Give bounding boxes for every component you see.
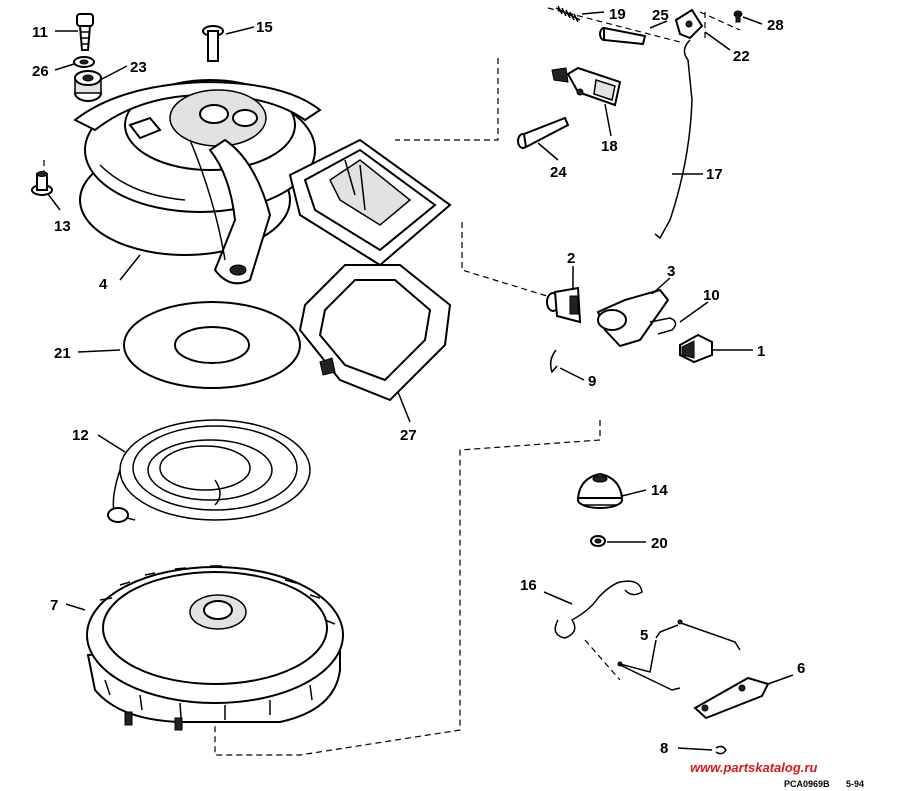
callout-8: 8 — [660, 740, 668, 757]
callout-2: 2 — [567, 250, 575, 267]
callout-7: 7 — [50, 597, 58, 614]
callout-16: 16 — [520, 577, 537, 594]
pin-15 — [202, 25, 224, 62]
bracket-22 — [674, 8, 704, 40]
callout-21: 21 — [54, 345, 71, 362]
callout-labels: 11 26 23 15 13 4 21 12 7 27 19 25 22 28 … — [32, 6, 805, 757]
spring-19 — [555, 5, 581, 23]
grommet-23 — [74, 70, 102, 102]
interlock-lever-18 — [551, 66, 622, 107]
callout-23: 23 — [130, 59, 147, 76]
callout-3: 3 — [667, 263, 675, 280]
callout-15: 15 — [256, 19, 273, 36]
clip-8 — [715, 745, 727, 755]
callout-28: 28 — [767, 17, 784, 34]
callout-10: 10 — [703, 287, 720, 304]
callout-22: 22 — [733, 48, 750, 65]
link-5 — [617, 619, 741, 691]
leader-lines — [47, 11, 794, 751]
callout-12: 12 — [72, 427, 89, 444]
rivet-13 — [31, 171, 53, 196]
rewind-spring — [107, 419, 311, 523]
pawl-6 — [693, 676, 770, 720]
rope-pulley — [86, 565, 344, 731]
callout-5: 5 — [640, 627, 648, 644]
figure-code: PCA0969B — [784, 779, 830, 789]
callout-24: 24 — [550, 164, 567, 181]
callout-13: 13 — [54, 218, 71, 235]
callout-14: 14 — [651, 482, 668, 499]
callout-19: 19 — [609, 6, 626, 23]
anchor-1 — [679, 333, 713, 364]
link-rod-17 — [654, 39, 693, 240]
watermark-link[interactable]: www.partskatalog.ru — [690, 760, 817, 775]
callout-25: 25 — [652, 7, 669, 24]
rope-clip-9 — [549, 349, 558, 374]
washer-20 — [590, 535, 606, 547]
screw-11 — [76, 13, 94, 51]
clip-10 — [649, 317, 677, 335]
callout-20: 20 — [651, 535, 668, 552]
pin-25 — [599, 26, 647, 46]
callout-17: 17 — [706, 166, 723, 183]
rewind-housing — [73, 79, 322, 285]
bushing-2 — [546, 286, 582, 324]
handle-3 — [596, 288, 670, 348]
callout-27: 27 — [400, 427, 417, 444]
friction-plate — [123, 301, 301, 389]
callout-1: 1 — [757, 343, 765, 360]
cam-14 — [576, 472, 624, 509]
handle-bracket — [288, 138, 452, 267]
screw-24 — [517, 116, 570, 149]
callout-26: 26 — [32, 63, 49, 80]
washer-26 — [73, 56, 95, 68]
callout-6: 6 — [797, 660, 805, 677]
callout-4: 4 — [99, 276, 108, 293]
callout-9: 9 — [588, 373, 596, 390]
figure-date: 5-94 — [846, 779, 864, 789]
screw-28 — [733, 10, 743, 23]
callout-18: 18 — [601, 138, 618, 155]
callout-11: 11 — [32, 24, 48, 41]
handle-gasket — [298, 264, 452, 402]
spring-16 — [554, 580, 643, 639]
